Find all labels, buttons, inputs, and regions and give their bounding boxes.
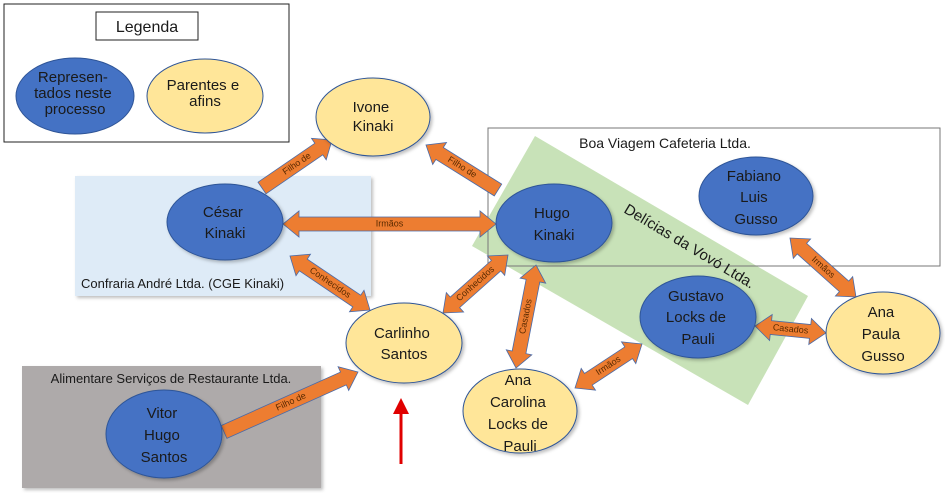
node-vitor[interactable]: Vitor Hugo Santos: [105, 389, 223, 479]
edge-arrow-shape: [425, 142, 503, 197]
node-gustavo-shape[interactable]: [639, 275, 757, 359]
node-carlinho[interactable]: Carlinho Santos: [345, 302, 463, 384]
node-ana-carolina[interactable]: Ana Carolina Locks de Pauli: [462, 368, 578, 455]
node-gustavo[interactable]: Gustavo Locks de Pauli: [639, 275, 757, 359]
company-confraria-label: Confraria André Ltda. (CGE Kinaki): [81, 276, 284, 291]
company-alimentare-label: Alimentare Serviços de Restaurante Ltda.: [51, 371, 292, 386]
node-ivone-label: Ivone Kinaki: [353, 99, 394, 135]
node-ana-paula[interactable]: Ana Paula Gusso: [825, 291, 941, 375]
legend-title: Legenda: [116, 19, 178, 36]
legend-relatives-swatch: [146, 58, 264, 134]
edge-arrow-shape: [574, 341, 643, 391]
node-vitor-shape[interactable]: [105, 389, 223, 479]
node-fabiano-shape[interactable]: [698, 156, 814, 236]
node-ana-paula-label: Ana Paula Gusso: [861, 304, 904, 365]
legend-title-box: [95, 11, 199, 41]
edge-hugo-carlinho: Conhecidos: [442, 254, 509, 314]
node-fabiano[interactable]: Fabiano Luis Gusso: [698, 156, 814, 236]
edge-label: Irmãos: [376, 218, 404, 228]
node-gustavo-label: Gustavo Locks de Pauli: [666, 288, 730, 348]
node-cesar-shape[interactable]: [166, 183, 284, 261]
node-vitor-label: Vitor Hugo Santos: [141, 405, 188, 466]
node-carlinho-shape[interactable]: [345, 302, 463, 384]
legend-represented-label: Represen- tados neste processo: [34, 69, 116, 118]
node-hugo-kinaki[interactable]: Hugo Kinaki: [495, 183, 613, 263]
edge-label: Conhecidos: [454, 264, 496, 303]
edge-hugo-ivone: Filho de: [425, 142, 503, 197]
node-cesar[interactable]: César Kinaki: [166, 183, 284, 261]
edge-anacarolina-gustavo: Irmãos: [574, 341, 643, 391]
pointer-arrow-head: [393, 398, 409, 414]
node-ana-carolina-label: Ana Carolina Locks de Pauli: [488, 372, 552, 455]
node-ivone[interactable]: Ivone Kinaki: [315, 77, 431, 157]
edge-hugo-anacarolina: Casados: [505, 264, 547, 369]
company-boa-viagem-label: Boa Viagem Cafeteria Ltda.: [579, 135, 751, 151]
legend: Legenda Represen- tados neste processo P…: [3, 3, 290, 143]
edge-arrow-shape: [257, 137, 333, 195]
edge-arrow-shape: [505, 264, 547, 369]
node-hugo-kinaki-label: Hugo Kinaki: [534, 205, 575, 244]
legend-represented-swatch: [15, 57, 135, 135]
edge-arrow-shape: [220, 366, 359, 439]
pointer-arrow-icon: [393, 398, 409, 464]
node-ivone-shape[interactable]: [315, 77, 431, 157]
node-hugo-kinaki-shape[interactable]: [495, 183, 613, 263]
node-fabiano-label: Fabiano Luis Gusso: [727, 168, 785, 228]
legend-relatives-label: Parentes e afins: [167, 77, 244, 110]
node-ana-paula-shape[interactable]: [825, 291, 941, 375]
node-ana-carolina-shape[interactable]: [462, 368, 578, 454]
node-carlinho-label: Carlinho Santos: [374, 325, 434, 363]
company-boa-viagem-box: [487, 127, 941, 267]
edge-fabiano-anapaula: Irmãos: [789, 237, 857, 298]
edge-label: Casados: [772, 322, 809, 335]
node-cesar-label: César Kinaki: [203, 204, 247, 242]
